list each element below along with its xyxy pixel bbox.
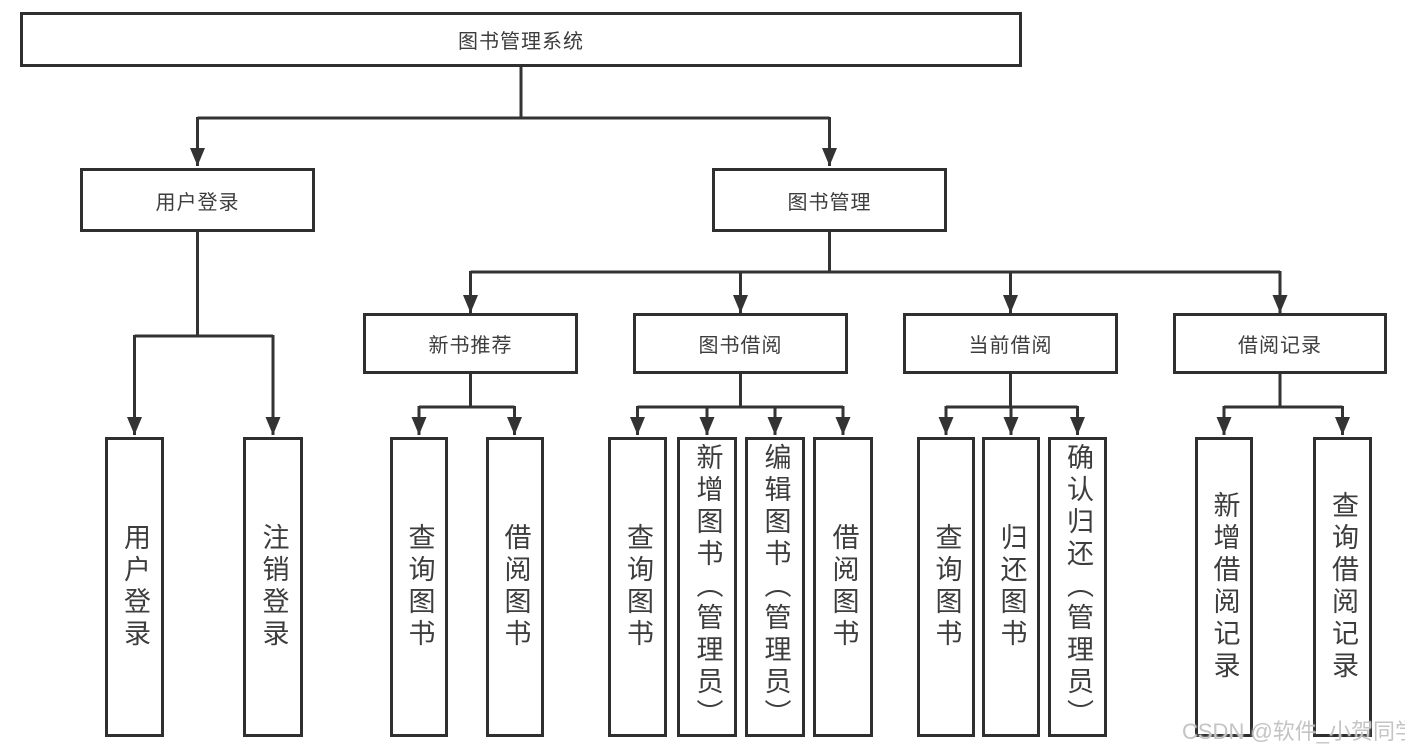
leaf-confirm-return-admin: 确认归还（管理员） [1048,437,1107,737]
leaf-user-login: 用户登录 [105,437,164,737]
node-book-management: 图书管理 [712,168,947,232]
csdn-watermark: CSDN @软件_小贺同学 [1182,719,1405,744]
leaf-query-books-current: 查询图书 [917,437,975,737]
leaf-query-borrow-record: 查询借阅记录 [1313,437,1372,737]
leaf-borrow-books-recommend: 借阅图书 [486,437,544,737]
leaf-edit-books-admin: 编辑图书（管理员） [745,437,805,737]
leaf-logout: 注销登录 [243,437,303,737]
node-new-book-recommend: 新书推荐 [363,313,578,374]
node-book-borrow: 图书借阅 [633,313,848,374]
leaf-return-books: 归还图书 [982,437,1040,737]
leaf-query-books-recommend: 查询图书 [390,437,448,737]
leaf-add-books-admin: 新增图书（管理员） [677,437,737,737]
leaf-query-books-borrow: 查询图书 [608,437,667,737]
node-current-borrow: 当前借阅 [903,313,1118,374]
leaf-add-borrow-record: 新增借阅记录 [1195,437,1253,737]
node-user-login: 用户登录 [80,168,315,232]
node-book-management-system: 图书管理系统 [20,12,1022,67]
leaf-borrow-books: 借阅图书 [813,437,873,737]
node-borrow-records: 借阅记录 [1173,313,1387,374]
